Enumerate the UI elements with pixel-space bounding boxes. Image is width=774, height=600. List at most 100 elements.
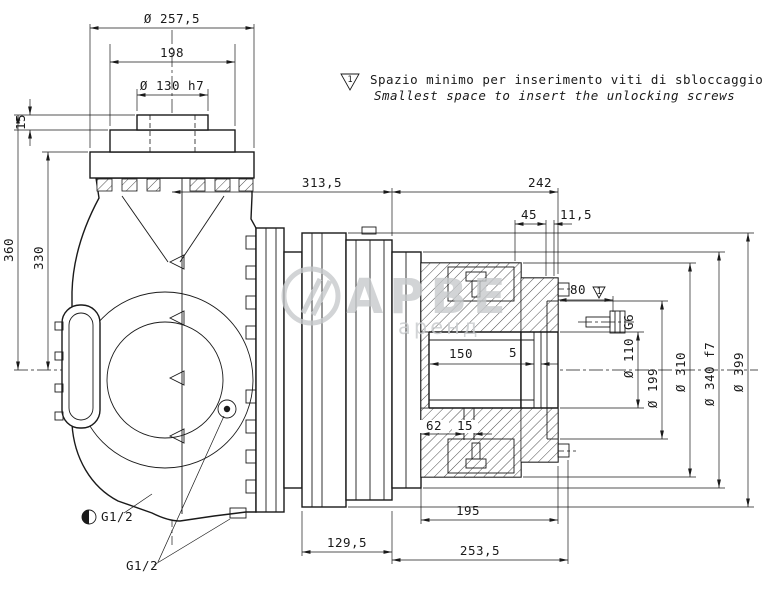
dim-top-width: 198 — [110, 45, 235, 64]
watermark-logo-icon — [281, 266, 341, 326]
pocket-bolt-shank — [471, 280, 481, 298]
oil-plug-boss — [217, 399, 237, 419]
side-cover-inner — [68, 312, 94, 421]
dim-housing-length-label: 313,5 — [302, 175, 342, 190]
cover-bolt — [54, 383, 64, 393]
dim-height-total: 360 — [1, 115, 20, 370]
drain-plug — [229, 507, 247, 519]
dim-pilot-height-label: 15 — [13, 114, 28, 130]
dim-output-length-top-label: 242 — [528, 175, 552, 190]
flange-bolt-boss — [214, 178, 231, 192]
input-pilot-spigot — [136, 114, 209, 131]
housing-rib-diagonal-right — [179, 195, 225, 263]
note-line-english: Smallest space to insert the unlocking s… — [374, 88, 735, 103]
flag-number: 1 — [596, 287, 601, 297]
dim-bore-depth-label: 150 — [449, 346, 473, 361]
flange-bolt-boss — [96, 178, 113, 192]
note-flag-number: 1 — [347, 75, 352, 85]
port-leader-b2 — [153, 518, 231, 566]
pocket-bolt-shank — [471, 442, 481, 460]
rib-tab — [168, 310, 185, 326]
dim-output-length-top: 242 — [392, 175, 558, 194]
section-hatch — [420, 407, 522, 478]
dim-output-length-bottom-label: 253,5 — [460, 543, 500, 558]
dim-pilot-out-diameter: Ø 199 — [645, 301, 664, 439]
plug-symbol-fill — [82, 510, 89, 524]
bell-flange-bolt — [245, 295, 257, 310]
dim-top-diameter-label: Ø 257,5 — [144, 11, 200, 26]
oil-plug — [223, 405, 231, 413]
dim-bore-depth: 150 — [430, 346, 534, 366]
ring-gear-disc — [301, 232, 347, 508]
gear-chamber-inner-circle — [106, 321, 224, 439]
dim-pilot-diameter-label: Ø 130 h7 — [140, 78, 204, 93]
cover-bolt — [54, 321, 64, 331]
watermark-logo-stroke — [310, 279, 333, 317]
dim-output-length-bottom: 253,5 — [392, 543, 568, 562]
dim-bore-step-label: 5 — [509, 345, 517, 360]
section-hatch — [420, 262, 522, 333]
dim-spigot-diameter: Ø 340 f7 — [702, 251, 721, 488]
bolt-pocket-top — [447, 266, 515, 302]
wheel-stud — [557, 282, 570, 297]
bell-flange-bolt — [245, 325, 257, 340]
dim-screw-space-label: 80 — [570, 282, 586, 297]
flange-bolt-boss — [189, 178, 206, 192]
dim-disc-length: 129,5 — [302, 535, 392, 554]
dim-11-5-label: 11,5 — [560, 207, 592, 222]
dim-pilot-diameter: Ø 130 h7 — [137, 78, 208, 97]
dim-hub-diameter-label: Ø 310 — [673, 352, 688, 392]
unlocking-screw — [585, 310, 626, 334]
watermark-main-text: АРВЕ — [346, 269, 512, 325]
dim-62-label: 62 — [426, 418, 442, 433]
bell-flange-plate — [255, 227, 285, 513]
section-hatch — [520, 277, 559, 333]
note-flag-triangle-icon — [340, 73, 360, 91]
dim-max-diameter: Ø 399 — [731, 233, 750, 507]
flange-bolt-boss — [121, 178, 138, 192]
bell-flange-bolt — [245, 265, 257, 280]
bell-flange-bolt — [245, 235, 257, 250]
dim-disc-length-label: 129,5 — [327, 535, 367, 550]
port-leader-a — [123, 493, 153, 514]
dim-top-width-label: 198 — [160, 45, 184, 60]
dim-spigot-diameter-label: Ø 340 f7 — [702, 342, 717, 406]
section-hatch — [420, 331, 430, 409]
side-cover — [61, 304, 101, 429]
bolt-pocket-bottom — [447, 438, 515, 474]
dim-15-bore: 15 — [457, 418, 492, 436]
dim-height-flange: 330 — [31, 152, 50, 370]
bell-flange — [245, 227, 285, 513]
watermark-logo-stroke — [300, 277, 323, 315]
vent-plug — [361, 226, 377, 235]
wheel-stud — [557, 443, 570, 458]
watermark-sub-text: аренд — [398, 315, 480, 339]
housing-rib-diagonal-left — [121, 195, 169, 263]
dim-pilot-out-diameter-label: Ø 199 — [645, 368, 660, 408]
flange-bolt-boss — [238, 178, 254, 192]
housing-body — [71, 177, 257, 522]
dim-hub-length-label: 195 — [456, 503, 480, 518]
dim-housing-length: 313,5 — [172, 175, 392, 194]
cover-bolt — [54, 411, 64, 421]
dim-screw-space: 80 1 — [558, 282, 613, 302]
dim-height-flange-label: 330 — [31, 246, 46, 270]
input-flange — [89, 151, 255, 179]
dim-hub-length: 195 — [421, 503, 558, 522]
bell-flange-bolt — [245, 449, 257, 464]
port-labels: G1/2 G1/2 — [81, 415, 231, 573]
rib-tab — [168, 370, 185, 386]
bell-flange-bolt — [245, 419, 257, 434]
port-label-a: G1/2 — [101, 509, 133, 524]
note-unlocking-screws: 1 Spazio minimo per inserimento viti di … — [340, 72, 763, 103]
dim-height-total-label: 360 — [1, 238, 16, 262]
gearbox-housing — [54, 114, 257, 522]
cover-bolt — [54, 351, 64, 361]
flag-triangle-icon — [592, 286, 606, 299]
dim-top-diameter: Ø 257,5 — [90, 11, 254, 30]
bell-flange-bolt — [245, 479, 257, 494]
dim-bore-diameter-label: Ø 110 G6 — [621, 314, 636, 378]
dim-max-diameter-label: Ø 399 — [731, 352, 746, 392]
